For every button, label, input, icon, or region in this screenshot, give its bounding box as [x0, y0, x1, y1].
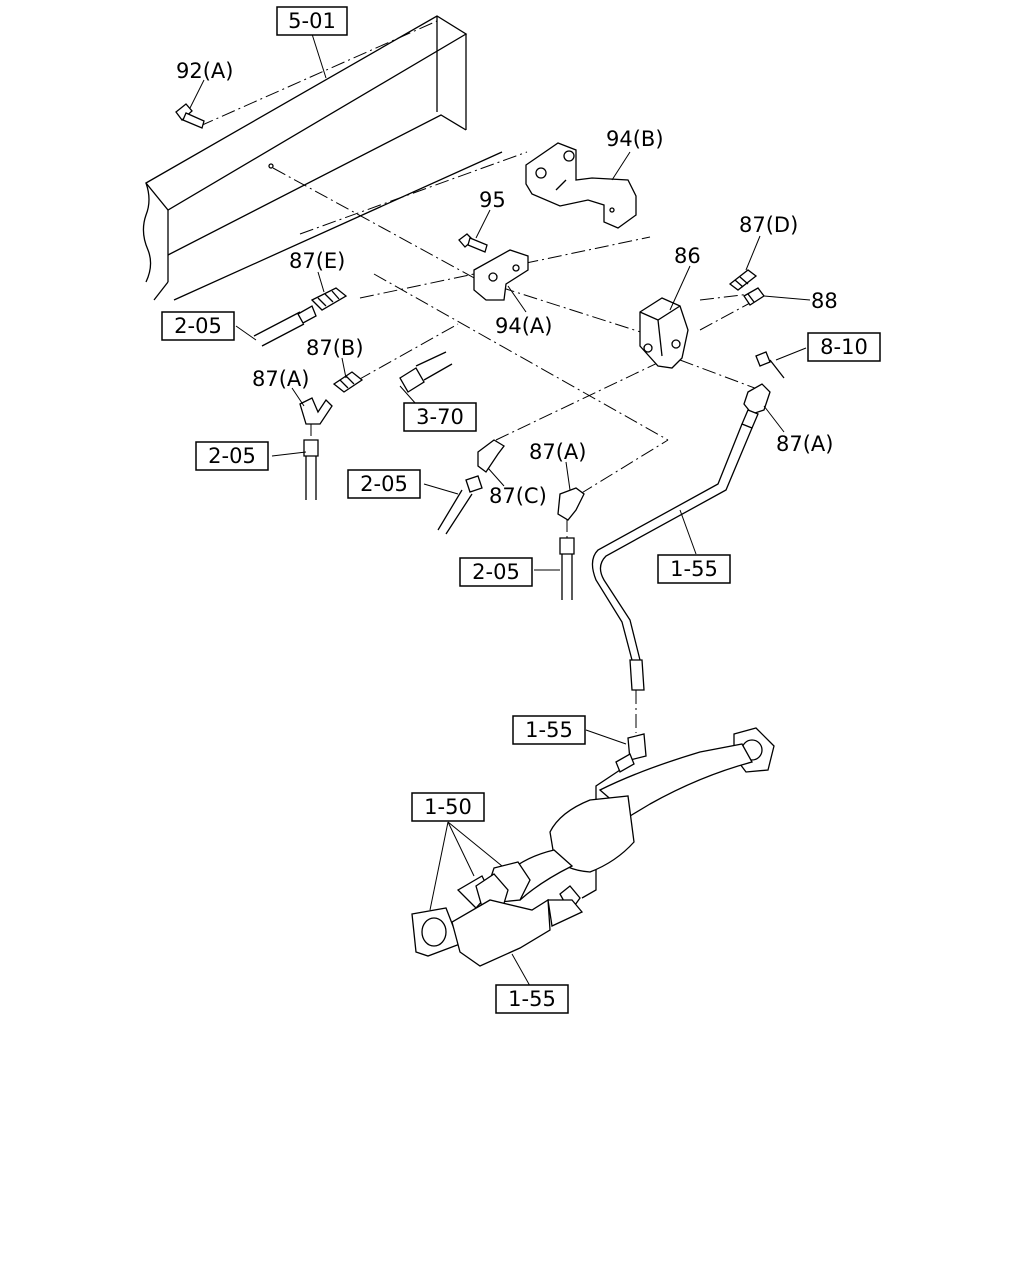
hose-2-05-bottom: [559, 537, 575, 600]
ref-label-1-55-upper: 1-55: [670, 557, 718, 581]
part-label-94b: 94(B): [606, 127, 664, 151]
ref-box-1-55-lower: 1-55: [495, 984, 569, 1014]
bracket-94b: [525, 142, 637, 229]
fitting-87b: [332, 371, 364, 393]
fitting-87d: [728, 269, 758, 291]
bracket-94a: [473, 249, 529, 301]
ref-box-1-55-upper: 1-55: [657, 554, 731, 584]
hose-3-70: [399, 351, 453, 393]
ref-label-1-55-mid: 1-55: [525, 718, 573, 742]
part-label-87a-left: 87(A): [252, 367, 309, 391]
ref-label-8-10: 8-10: [820, 335, 868, 359]
ref-label-3-70: 3-70: [416, 405, 464, 429]
bolt-95: [458, 233, 488, 253]
fitting-87e: [297, 287, 348, 324]
ref-box-3-70: 3-70: [403, 402, 477, 432]
pipe-1-55-upper: [591, 409, 759, 691]
ref-label-2-05-mid: 2-05: [360, 472, 408, 496]
bolt-92a: [175, 103, 205, 129]
elbow-87a-left: [299, 397, 333, 425]
ref-box-8-10: 8-10: [807, 332, 881, 362]
part-label-87a-right: 87(A): [776, 432, 833, 456]
ref-label-2-05-left: 2-05: [208, 444, 256, 468]
part-label-94a: 94(A): [495, 314, 552, 338]
ref-box-5-01: 5-01: [276, 6, 348, 36]
part-label-87b: 87(B): [306, 336, 364, 360]
part-label-86: 86: [674, 244, 701, 268]
elbow-87a-mid: [557, 487, 585, 521]
hose-2-05-left: [303, 439, 319, 500]
part-label-92a: 92(A): [176, 59, 233, 83]
ref-label-2-05-bottom: 2-05: [472, 560, 520, 584]
ref-box-2-05-left: 2-05: [195, 441, 269, 471]
ref-box-1-55-mid: 1-55: [512, 715, 586, 745]
assembly-lines: [199, 20, 761, 733]
connector-block-86: [639, 297, 689, 369]
hose-2-05-upper: [253, 311, 305, 347]
part-label-87c: 87(C): [489, 484, 547, 508]
ref-label-2-05-upper: 2-05: [174, 314, 222, 338]
ref-box-2-05-mid: 2-05: [347, 469, 421, 499]
part-label-87d: 87(D): [739, 213, 798, 237]
ref-box-1-50: 1-50: [411, 792, 485, 822]
part-label-87e: 87(E): [289, 249, 345, 273]
leader-lines: [189, 33, 811, 987]
frame-rail: [142, 15, 503, 301]
ref-label-1-55-lower: 1-55: [508, 987, 556, 1011]
part-label-87a-mid: 87(A): [529, 440, 586, 464]
elbow-87c: [477, 439, 505, 473]
connector-8-10: [755, 351, 785, 379]
elbow-87a-right: [743, 383, 771, 415]
part-label-88: 88: [811, 289, 838, 313]
hose-2-05-mid: [437, 475, 483, 535]
ref-label-5-01: 5-01: [288, 9, 336, 33]
fitting-88: [743, 287, 765, 306]
ref-box-2-05-bottom: 2-05: [459, 557, 533, 587]
part-label-95: 95: [479, 188, 506, 212]
exhaust-assembly: [411, 727, 775, 967]
ref-box-2-05-upper: 2-05: [161, 311, 235, 341]
ref-label-1-50: 1-50: [424, 795, 472, 819]
